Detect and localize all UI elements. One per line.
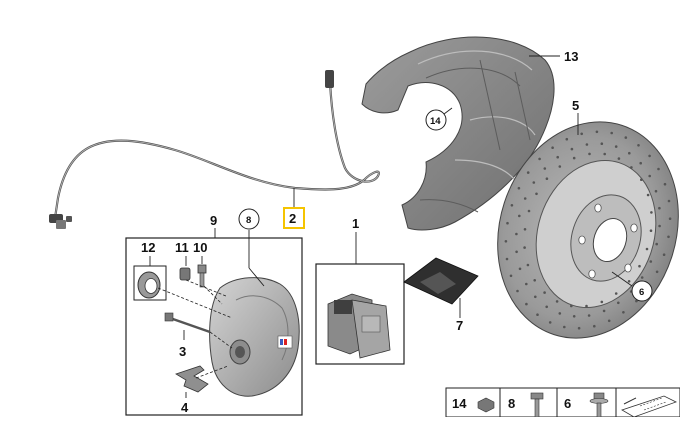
legend-num-8[interactable]: 8 bbox=[508, 396, 515, 411]
wear-sensor-cable bbox=[49, 70, 380, 229]
brake-shield bbox=[361, 36, 555, 231]
note-icon bbox=[621, 395, 678, 418]
sensor-head bbox=[325, 70, 334, 88]
brake-caliper bbox=[209, 277, 300, 397]
anti-rattle-clip bbox=[175, 365, 209, 393]
callout-8-circled[interactable]: 8 bbox=[246, 215, 251, 226]
brake-pad-frame bbox=[315, 263, 405, 365]
callout-circle-8 bbox=[238, 208, 260, 230]
brake-pads bbox=[327, 293, 391, 359]
callout-2[interactable]: 2 bbox=[289, 211, 296, 226]
callout-4[interactable]: 4 bbox=[181, 400, 189, 415]
callout-13[interactable]: 13 bbox=[564, 49, 578, 64]
disc-drill-holes bbox=[504, 130, 672, 330]
callout-1[interactable]: 1 bbox=[352, 216, 359, 231]
callout-11[interactable]: 11 bbox=[175, 240, 189, 255]
callout-14-circled[interactable]: 14 bbox=[430, 116, 441, 127]
guide-bolt bbox=[164, 312, 211, 334]
pad-sensor-pack bbox=[403, 257, 479, 305]
bolt-washer-icon bbox=[589, 392, 609, 418]
callout-5[interactable]: 5 bbox=[572, 98, 579, 113]
seal-ring bbox=[137, 271, 161, 299]
bleeder-cap bbox=[179, 267, 191, 281]
disc-lug-holes bbox=[578, 203, 638, 279]
callout-circle-6 bbox=[631, 280, 653, 302]
callout-6-circled[interactable]: 6 bbox=[639, 287, 644, 298]
bleeder-screw bbox=[197, 264, 207, 288]
legend-num-14[interactable]: 14 bbox=[452, 396, 467, 411]
callout-10[interactable]: 10 bbox=[193, 240, 207, 255]
screw-icon bbox=[477, 397, 495, 413]
assembly-lines bbox=[157, 279, 233, 379]
highlight-box-part-2 bbox=[283, 207, 305, 229]
legend-strip bbox=[445, 387, 680, 418]
legend-num-6[interactable]: 6 bbox=[564, 396, 571, 411]
callout-3[interactable]: 3 bbox=[179, 344, 186, 359]
caliper-group-frame bbox=[125, 237, 303, 416]
brake-disc bbox=[497, 121, 679, 339]
callout-9[interactable]: 9 bbox=[210, 213, 217, 228]
callout-12[interactable]: 12 bbox=[141, 240, 155, 255]
callout-circle-14 bbox=[425, 109, 447, 131]
callout-7[interactable]: 7 bbox=[456, 318, 463, 333]
